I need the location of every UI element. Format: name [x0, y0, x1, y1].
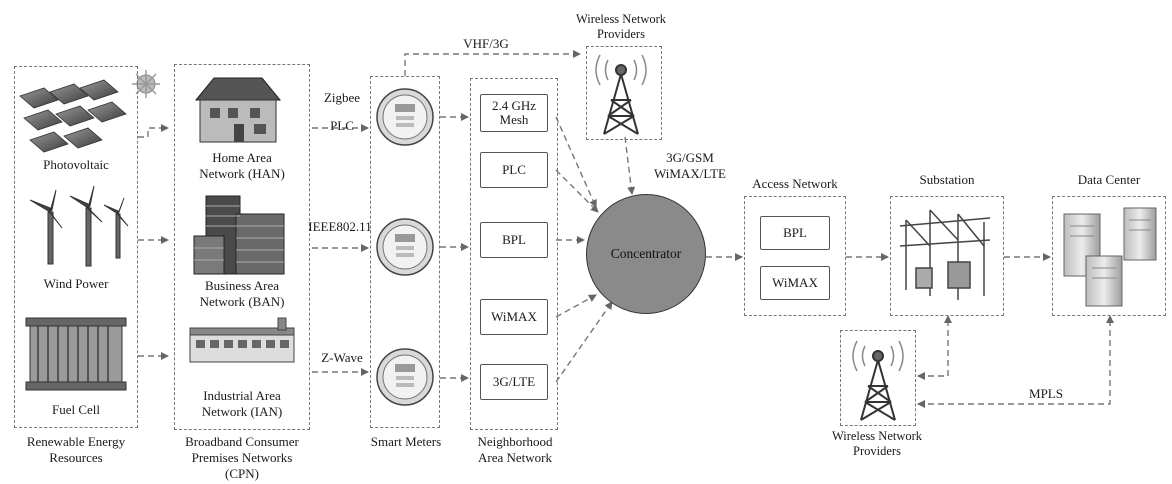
factory-icon: [189, 317, 295, 363]
cpn-caption-line1: Broadband Consumer: [185, 434, 299, 449]
cpn-caption-line3: (CPN): [225, 466, 259, 481]
office-building-icon: [193, 195, 285, 275]
datacenter-group: [1052, 196, 1166, 316]
smart-meter-icon: [376, 218, 434, 276]
server-icon: [1123, 207, 1157, 261]
han-label-line1: Home Area: [212, 150, 272, 165]
fuel-cell-label: Fuel Cell: [51, 402, 101, 417]
access-box-bpl: BPL: [760, 216, 830, 250]
connectors: [138, 50, 1114, 408]
renewable-group: [14, 66, 138, 428]
zigbee-label: Zigbee: [323, 90, 361, 105]
han-label-line2: Network (HAN): [199, 166, 285, 181]
zwave-label: Z-Wave: [321, 350, 363, 365]
wireless-bottom-title-line2: Providers: [853, 444, 901, 458]
nan-box-plc: PLC: [480, 152, 548, 188]
datacenter-title: Data Center: [1077, 172, 1141, 187]
radio-tower-icon: [595, 54, 647, 135]
concentrator-node: Concentrator: [586, 194, 706, 314]
smart-meter-icon: [376, 88, 434, 146]
radio-tower-icon: [852, 340, 904, 421]
nan-box-bpl: BPL: [480, 222, 548, 258]
substation-title: Substation: [919, 172, 975, 187]
wind-turbines-icon: [29, 185, 129, 267]
ban-label-line1: Business Area: [204, 278, 280, 293]
cellular-label-line2: WiMAX/LTE: [654, 166, 726, 181]
nan-caption-line1: Neighborhood: [477, 434, 553, 449]
cellular-label-line1: 3G/GSM: [666, 150, 714, 165]
wireless-bottom-group: [840, 330, 916, 426]
smart-meters-caption: Smart Meters: [370, 434, 442, 449]
wireless-top-title-line1: Wireless Network: [575, 12, 667, 26]
access-group: [744, 196, 846, 316]
wireless-bottom-title-line1: Wireless Network: [831, 429, 923, 443]
access-network-title: Access Network: [752, 176, 838, 191]
smart-meter-icon: [376, 348, 434, 406]
photovoltaic-label: Photovoltaic: [43, 157, 109, 172]
nan-box-wimax: WiMAX: [480, 299, 548, 335]
renewable-caption-line1: Renewable Energy: [26, 434, 126, 449]
fuel-cell-icon: [25, 317, 127, 391]
renewable-caption-line2: Resources: [49, 450, 103, 465]
house-icon: [194, 77, 282, 143]
nan-group: [470, 78, 558, 430]
access-box-wimax: WiMAX: [760, 266, 830, 300]
wireless-top-group: [586, 46, 662, 140]
mpls-label: MPLS: [1029, 386, 1063, 401]
cpn-group: [174, 64, 310, 430]
plc-link-label: PLC: [330, 118, 354, 133]
nan-box-3g-lte: 3G/LTE: [480, 364, 548, 400]
wireless-top-title-line2: Providers: [597, 27, 645, 41]
substation-group: [890, 196, 1004, 316]
ian-label-line1: Industrial Area: [203, 388, 281, 403]
ian-label-line2: Network (IAN): [201, 404, 283, 419]
smart-meters-group: [370, 76, 440, 428]
vhf-label: VHF/3G: [463, 36, 509, 51]
ban-label-line2: Network (BAN): [199, 294, 285, 309]
solar-panels-icon: [19, 70, 160, 153]
server-icon: [1085, 255, 1123, 307]
nan-caption-line2: Area Network: [478, 450, 552, 465]
cpn-caption-line2: Premises Networks: [191, 450, 293, 465]
substation-icon: [899, 209, 991, 300]
ieee-label: IEEE802.11: [308, 219, 372, 234]
wind-power-label: Wind Power: [43, 276, 109, 291]
